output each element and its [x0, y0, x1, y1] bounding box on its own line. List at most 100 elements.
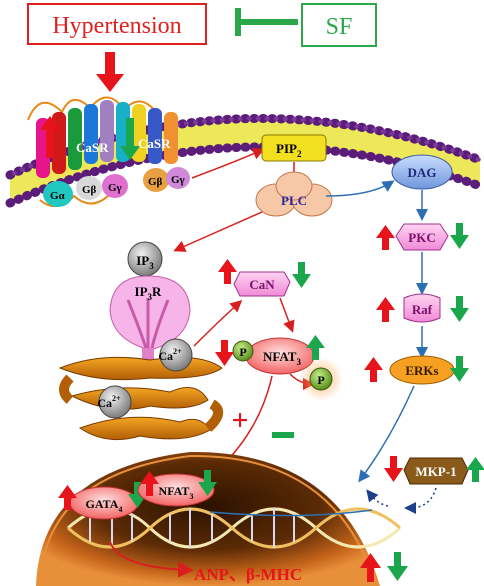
g-gamma-subunit	[102, 174, 128, 198]
p-phosphate-released: P	[299, 357, 343, 401]
g-gamma-label: Gγ	[108, 182, 122, 194]
pip2-label: PIP	[276, 141, 297, 156]
svg-text:Ca2+: Ca2+	[97, 394, 121, 410]
mkp1-dotted-arrow-2	[366, 489, 389, 507]
minus-sign	[272, 432, 294, 438]
svg-text:GATA4: GATA4	[86, 497, 123, 514]
nfat3-subscript: 3	[296, 357, 301, 367]
ip3r-label: IP	[135, 284, 148, 299]
output-label: ANP、β-MHC	[194, 565, 302, 584]
casr-label-right: CaSR	[138, 136, 171, 151]
raf-node: Raf	[403, 293, 441, 323]
plc-node: PLC	[255, 171, 333, 217]
ip3-label: IP	[136, 253, 149, 268]
erks-node: ERKs	[389, 355, 455, 385]
arrow-ca-to-can	[193, 299, 243, 347]
svg-text:NFAT3: NFAT3	[263, 349, 301, 367]
gata4-up-arrow	[58, 485, 77, 510]
inhibition-bar	[235, 8, 298, 36]
pkc-down-arrow	[450, 223, 469, 249]
plc-label: PLC	[281, 193, 307, 208]
nfat3-label: NFAT	[263, 349, 297, 364]
can-up-arrow	[218, 259, 237, 284]
p-released-label: P	[317, 373, 324, 387]
nucleus	[36, 451, 380, 586]
svg-text:NFAT3: NFAT3	[159, 484, 194, 501]
ca2-superscript: 2+	[112, 394, 121, 403]
erks-up-arrow	[364, 357, 383, 382]
pkc-label: PKC	[408, 230, 435, 245]
pip2-subscript: 2	[297, 149, 302, 159]
svg-text:Ca2+: Ca2+	[158, 347, 182, 363]
hypertension-box: Hypertension	[27, 3, 207, 45]
gata4-node: GATA4	[69, 486, 139, 520]
nfat3-nuc-up-arrow	[140, 471, 159, 496]
ip3r-receptor: IP3R	[109, 275, 191, 362]
g-alpha-label: Gα	[50, 190, 66, 202]
arrow-plc-to-dag	[325, 180, 395, 197]
mkp1-dotted-arrow	[404, 487, 437, 514]
g-alpha-subunit	[43, 181, 73, 207]
output-down-arrow	[387, 552, 408, 581]
can-node: CaN	[233, 271, 291, 297]
gata4-subscript: 4	[118, 505, 122, 514]
svg-text:IP3: IP3	[136, 253, 154, 271]
mkp1-down-arrow	[384, 456, 403, 482]
g-beta-label: Gβ	[82, 184, 97, 196]
sarcoplasmic-reticulum	[58, 356, 223, 441]
ip3r-subscript: 3	[148, 292, 153, 302]
nfat3-up-arrow	[306, 335, 325, 360]
nfat3-node: NFAT3	[245, 337, 315, 375]
plus-sign: +	[231, 404, 248, 437]
output-up-arrow	[360, 553, 381, 582]
nfat3-nuc-down-arrow	[198, 470, 217, 496]
pip2-node: PIP2	[261, 134, 327, 162]
gata4-label: GATA	[86, 497, 119, 511]
sf-label: SF	[326, 14, 353, 40]
can-down-arrow	[292, 262, 311, 288]
ip3r-tail: R	[152, 284, 162, 299]
g-gamma-subunit-2	[166, 167, 190, 189]
sf-box: SF	[301, 3, 377, 47]
svg-text:IP3R: IP3R	[135, 284, 163, 302]
arrow-can-to-nfat3	[279, 297, 295, 333]
ca1-label: Ca	[158, 349, 173, 363]
p-bound-label: P	[239, 345, 246, 359]
mkp1-node: MKP-1	[403, 457, 469, 485]
p-phosphate-bound: P	[232, 340, 254, 362]
ip3-node: IP3	[127, 241, 163, 277]
erks-down-arrow	[450, 356, 469, 382]
nfat3-nuc-label: NFAT	[159, 484, 190, 498]
arrow-to-output	[109, 541, 194, 578]
mkp1-up-arrow	[466, 457, 484, 482]
ca2-label: Ca	[97, 396, 112, 410]
arrow-gq-to-pip2	[191, 148, 265, 179]
line-erks-to-nfat3-nucleus	[209, 509, 373, 517]
g-beta-subunit	[76, 176, 102, 200]
dag-label: DAG	[408, 165, 437, 180]
arrow-erks-to-nucleus	[358, 385, 415, 483]
hypertension-label: Hypertension	[52, 13, 181, 39]
g-gamma-label-2: Gγ	[171, 174, 185, 186]
svg-text:PIP2: PIP2	[276, 141, 302, 159]
ip3-subscript: 3	[149, 261, 154, 271]
g-beta-label-2: Gβ	[148, 176, 163, 188]
raf-up-arrow	[376, 297, 395, 322]
dag-node: DAG	[391, 154, 453, 190]
nfat3-down-arrow	[215, 340, 234, 366]
pkc-up-arrow	[376, 225, 395, 250]
nfat3-nuc-subscript: 3	[189, 492, 193, 501]
raf-down-arrow	[450, 296, 469, 322]
casr-receptor-complex: CaSR CaSR Gα Gβ Gγ Gβ Gγ	[27, 96, 190, 207]
arrow-plc-to-ip3	[173, 211, 263, 252]
mkp1-label: MKP-1	[415, 464, 456, 479]
can-label: CaN	[249, 277, 275, 292]
erks-label: ERKs	[405, 363, 438, 378]
raf-label: Raf	[412, 302, 433, 317]
down-arrow-to-membrane	[96, 52, 124, 92]
pkc-node: PKC	[395, 223, 449, 251]
g-beta-subunit-2	[143, 168, 169, 192]
ca1-superscript: 2+	[173, 347, 182, 356]
ca-ion-2: Ca2+	[97, 385, 132, 419]
